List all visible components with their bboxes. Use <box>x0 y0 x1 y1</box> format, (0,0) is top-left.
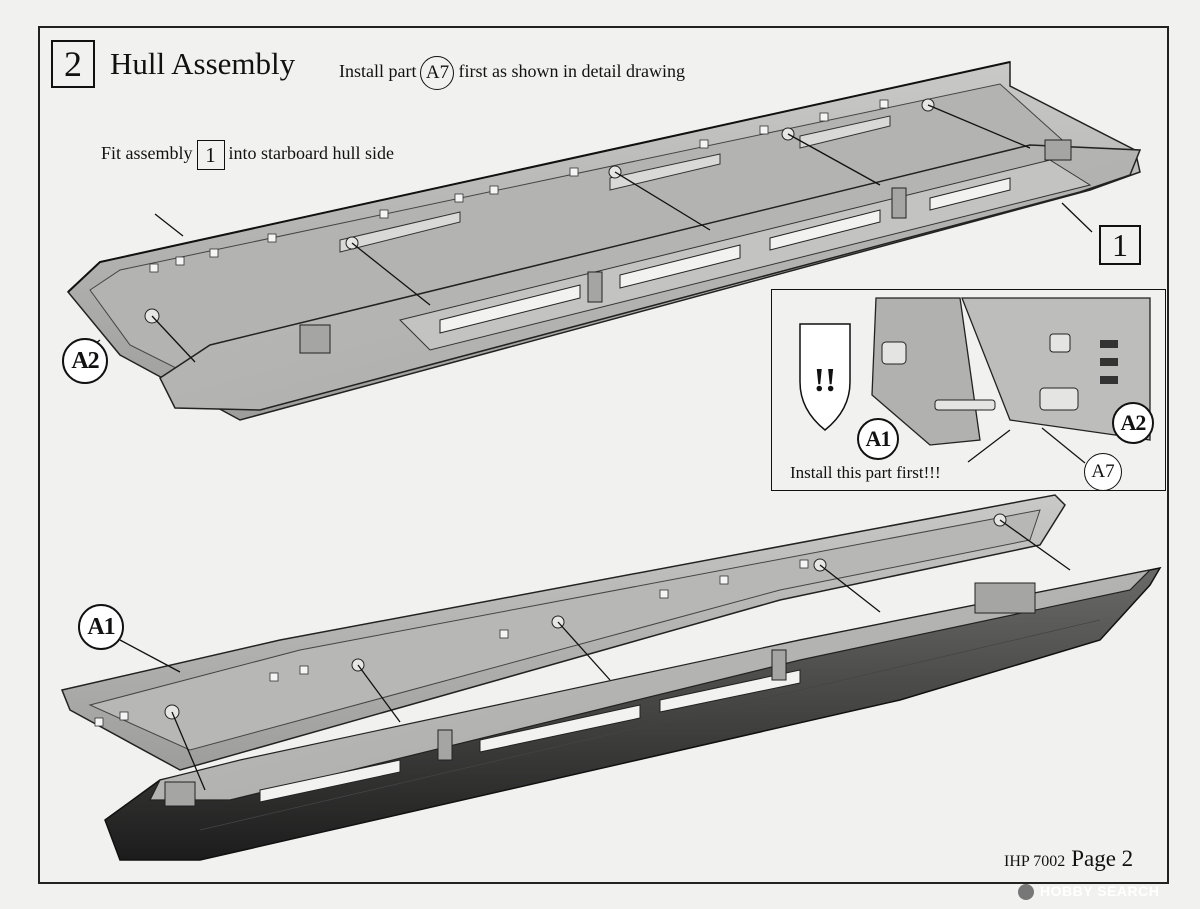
page-footer: IHP 7002 Page 2 <box>1004 846 1133 872</box>
part-a7-inline: A7 <box>420 56 455 90</box>
detail-a2-callout: A2 <box>1112 402 1154 444</box>
install-first-note: Install this part first!!! <box>790 463 941 482</box>
product-code: IHP 7002 <box>1004 853 1066 870</box>
watermark: HOBBY SEARCH <box>1040 883 1160 899</box>
fit-prefix: Fit assembly <box>101 143 193 164</box>
hobby-search-logo-icon <box>1018 884 1034 900</box>
install-suffix: first as shown in detail drawing <box>458 61 685 82</box>
warning-mark: !! <box>813 362 837 399</box>
part-a1-callout: A1 <box>78 604 124 650</box>
assembly-1-inline: 1 <box>196 140 225 170</box>
part-a7-callout: A7 <box>1084 453 1122 491</box>
page-number: Page 2 <box>1071 846 1134 871</box>
upper-leader-lines <box>83 104 1093 363</box>
assembly-1-callout: 1 <box>1099 225 1141 265</box>
install-prefix: Install part <box>339 61 417 82</box>
full-hull-with-deck <box>104 566 1162 861</box>
lower-leader-lines <box>119 519 1071 791</box>
step-number-box: 2 <box>51 40 95 88</box>
detail-a1-callout: A1 <box>857 418 899 460</box>
part-a2-callout: A2 <box>62 338 108 384</box>
page-border <box>38 26 1169 884</box>
step-title: Hull Assembly <box>110 46 296 81</box>
fit-suffix: into starboard hull side <box>228 143 394 164</box>
assembly-1-deck <box>159 139 1142 411</box>
